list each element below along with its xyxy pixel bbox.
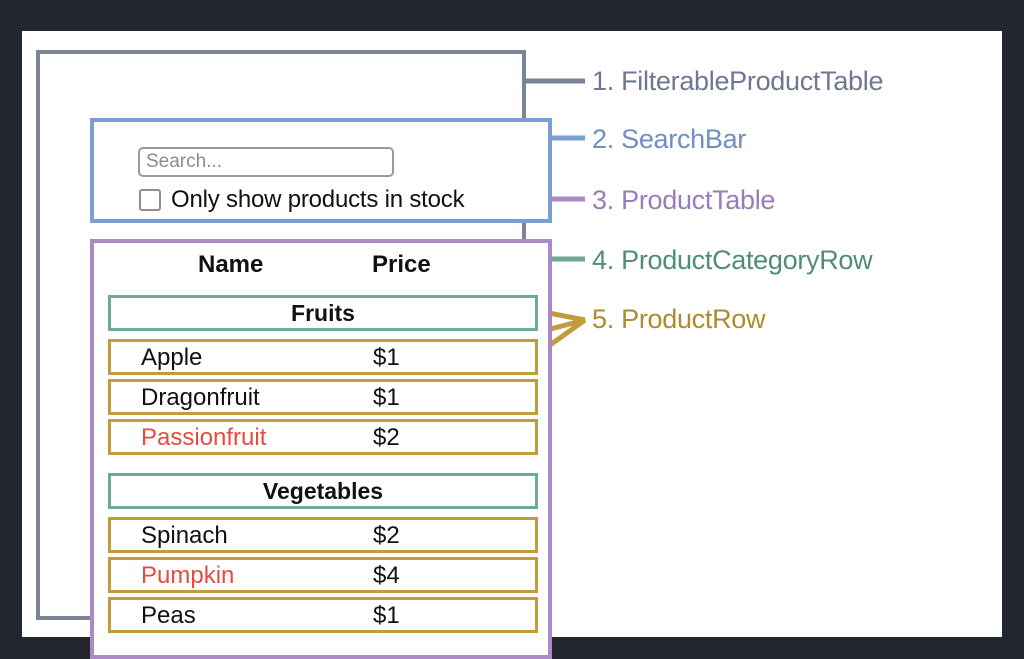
category-label: Vegetables bbox=[262, 477, 384, 504]
product-row[interactable]: Passionfruit $2 bbox=[108, 419, 538, 455]
category-label: Fruits bbox=[291, 299, 355, 326]
product-price: $1 bbox=[373, 602, 400, 629]
product-price: $1 bbox=[373, 384, 400, 411]
product-row[interactable]: Spinach $2 bbox=[108, 517, 538, 553]
product-price: $1 bbox=[373, 344, 400, 371]
product-name: Apple bbox=[141, 344, 203, 371]
product-name: Peas bbox=[141, 602, 196, 629]
in-stock-filter-row[interactable]: Only show products in stock bbox=[139, 186, 465, 214]
product-name: Dragonfruit bbox=[141, 384, 260, 411]
product-price: $2 bbox=[373, 522, 400, 549]
column-header-name: Name bbox=[198, 251, 264, 278]
product-price: $4 bbox=[373, 562, 400, 589]
filterable-product-table-frame: Only show products in stock Name Price F… bbox=[36, 50, 552, 659]
product-category-row: Fruits bbox=[108, 295, 538, 331]
in-stock-label: Only show products in stock bbox=[171, 186, 465, 213]
legend-item-product-table: 3. ProductTable bbox=[592, 185, 776, 215]
product-price: $2 bbox=[373, 424, 400, 451]
product-name: Pumpkin bbox=[141, 562, 235, 589]
product-row[interactable]: Pumpkin $4 bbox=[108, 557, 538, 593]
product-row[interactable]: Dragonfruit $1 bbox=[108, 379, 538, 415]
product-name: Spinach bbox=[141, 522, 228, 549]
column-header-price: Price bbox=[372, 251, 431, 278]
product-row[interactable]: Apple $1 bbox=[108, 339, 538, 375]
legend-item-product-row: 5. ProductRow bbox=[592, 304, 766, 334]
in-stock-checkbox[interactable] bbox=[139, 189, 161, 211]
search-bar-frame: Only show products in stock bbox=[90, 118, 552, 223]
product-row[interactable]: Peas $1 bbox=[108, 597, 538, 633]
legend-item-search-bar: 2. SearchBar bbox=[592, 124, 746, 154]
product-category-row: Vegetables bbox=[108, 473, 538, 509]
table-header-row: Name Price bbox=[94, 251, 548, 285]
search-input[interactable] bbox=[138, 147, 394, 177]
product-table-frame: Name Price Fruits Apple $1 Dragonfruit $… bbox=[90, 239, 552, 659]
product-name: Passionfruit bbox=[141, 424, 267, 451]
legend-item-filterable-product-table: 1. FilterableProductTable bbox=[592, 66, 884, 96]
legend-item-product-category-row: 4. ProductCategoryRow bbox=[592, 245, 873, 275]
